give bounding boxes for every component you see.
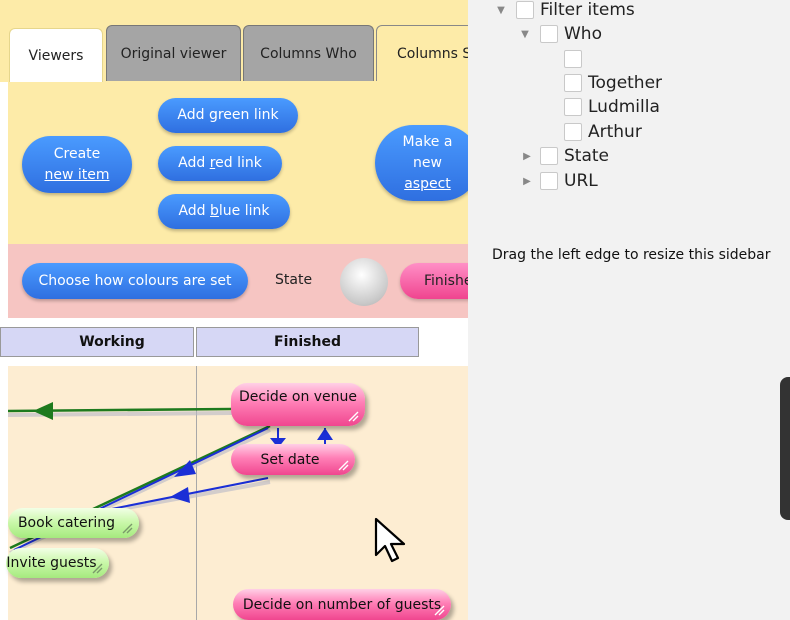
item-label: Invite guests (6, 555, 97, 571)
choose-colours-button[interactable]: Choose how colours are set (22, 263, 248, 299)
column-header-finished[interactable]: Finished (196, 327, 419, 357)
tree-node-arthur[interactable]: Arthur (564, 120, 642, 144)
tree-label: State (564, 146, 609, 166)
add-blue-link-button[interactable]: Add blue link (158, 194, 290, 229)
tab-label: Original viewer (120, 45, 227, 62)
tree-node-who[interactable]: ▼ Who (518, 22, 602, 46)
tree-label: Arthur (588, 122, 642, 142)
chevron-down-icon[interactable]: ▼ (497, 4, 505, 16)
tree-label: Ludmilla (588, 97, 660, 117)
resize-corner-icon[interactable] (433, 604, 445, 616)
filter-sidebar: ▼ Filter items ▼ Who Together Ludmilla A… (468, 0, 790, 620)
tree-node-filter-items[interactable]: ▼ Filter items (494, 0, 635, 22)
item-invite-guests[interactable]: Invite guests (6, 548, 109, 578)
tab-columns-state[interactable]: Columns St (376, 25, 468, 81)
item-book-catering[interactable]: Book catering (8, 508, 139, 538)
state-value-label: Finishe (424, 273, 468, 289)
tree-label: Together (588, 73, 663, 93)
sidebar-resize-handle[interactable] (780, 377, 790, 520)
state-checkbox[interactable] (540, 147, 558, 165)
tab-viewers[interactable]: Viewers (9, 28, 103, 82)
create-new-item-button[interactable]: Create new item (22, 136, 132, 193)
tree-node-state[interactable]: ▶ State (520, 144, 609, 168)
item-label: Decide on number of guests (242, 596, 442, 613)
column-label: Finished (274, 334, 341, 350)
chevron-down-icon[interactable]: ▼ (521, 28, 529, 40)
button-label: new item (44, 166, 110, 183)
add-green-link-button[interactable]: Add green link (158, 98, 298, 133)
tab-columns-who[interactable]: Columns Who (243, 25, 374, 81)
tab-label: Viewers (28, 47, 84, 64)
button-label: Choose how colours are set (38, 272, 232, 289)
tree-label: URL (564, 171, 598, 191)
tab-original-viewer[interactable]: Original viewer (106, 25, 241, 81)
ludmilla-checkbox[interactable] (564, 98, 582, 116)
item-label: Set date (260, 451, 320, 468)
tree-node-ludmilla[interactable]: Ludmilla (564, 95, 660, 119)
item-decide-number-of-guests[interactable]: Decide on number of guests (233, 589, 451, 620)
tab-bar: Viewers Original viewer Columns Who Colu… (0, 0, 468, 82)
resize-corner-icon[interactable] (337, 459, 349, 471)
button-label: aspect (404, 175, 451, 192)
chevron-right-icon[interactable]: ▶ (523, 175, 531, 187)
state-colour-swatch[interactable] (340, 258, 388, 306)
item-label: Decide on venue (238, 389, 358, 405)
column-label: Working (79, 334, 145, 350)
resize-corner-icon[interactable] (91, 562, 103, 574)
make-new-aspect-button[interactable]: Make a new aspect (375, 125, 468, 201)
tree-label: Filter items (540, 0, 635, 20)
chevron-right-icon[interactable]: ▶ (523, 150, 531, 162)
main-app: Viewers Original viewer Columns Who Colu… (0, 0, 468, 620)
together-checkbox[interactable] (564, 74, 582, 92)
button-label: Create (53, 145, 101, 162)
button-label: Add green link (177, 107, 279, 123)
column-header-working[interactable]: Working (0, 327, 194, 357)
item-label: Book catering (17, 515, 116, 531)
state-label: State (275, 272, 313, 288)
tab-label: Columns Who (260, 45, 357, 62)
arthur-checkbox[interactable] (564, 123, 582, 141)
sidebar-resize-hint: Drag the left edge to resize this sideba… (492, 247, 771, 263)
mouse-cursor-icon (374, 517, 406, 563)
button-label: new (413, 154, 442, 171)
button-label: Make a (402, 133, 453, 150)
tree-label: Who (564, 24, 602, 44)
tree-node-url[interactable]: ▶ URL (520, 169, 598, 193)
tree-node-together[interactable]: Together (564, 71, 662, 95)
tree-node-who-blank[interactable] (564, 47, 588, 71)
button-label: Add red link (178, 155, 262, 171)
add-red-link-button[interactable]: Add red link (158, 146, 282, 181)
item-decide-on-venue[interactable]: Decide on venue (231, 383, 365, 426)
filter-items-checkbox[interactable] (516, 1, 534, 19)
button-label: Add blue link (178, 203, 270, 219)
item-set-date[interactable]: Set date (231, 444, 355, 475)
state-value-finished[interactable]: Finishe (400, 263, 468, 299)
who-checkbox[interactable] (540, 25, 558, 43)
resize-corner-icon[interactable] (347, 410, 359, 422)
resize-corner-icon[interactable] (121, 522, 133, 534)
column-divider (196, 366, 197, 620)
url-checkbox[interactable] (540, 172, 558, 190)
tab-label: Columns St (397, 45, 468, 62)
who-blank-checkbox[interactable] (564, 50, 582, 68)
